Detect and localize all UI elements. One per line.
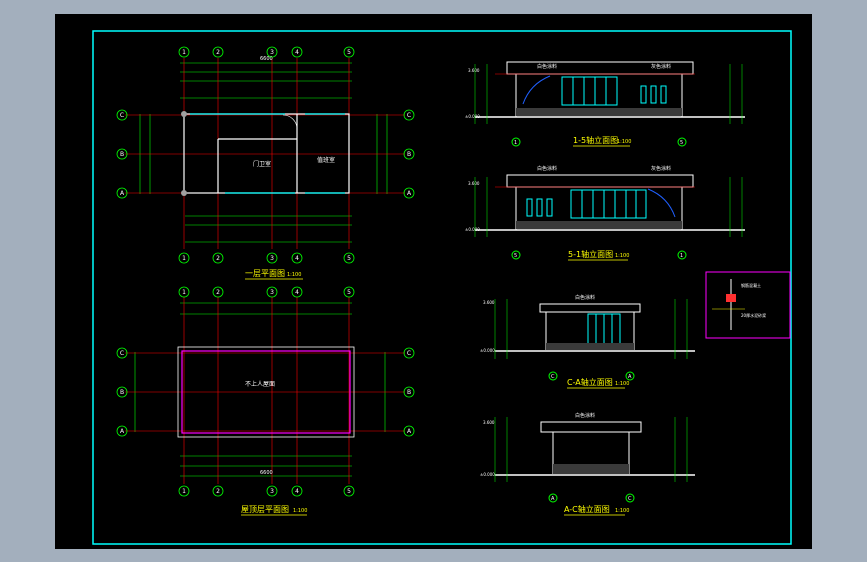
- plan1-axis-4-top: 4: [295, 49, 299, 56]
- plan1-axis-c-right: C: [407, 112, 411, 119]
- plan2-axis-1-bottom: 1: [182, 488, 186, 495]
- first-floor-plan: 门卫室 值班室 6600 1 2 3 4 5 1 2: [116, 46, 415, 280]
- plan2-axis-a-right: A: [407, 428, 412, 435]
- plan2-axis-1-top: 1: [182, 289, 186, 296]
- plan2-scale: 1:100: [293, 508, 307, 514]
- plan2-axis-4-top: 4: [295, 289, 299, 296]
- plan1-room-label-2: 值班室: [317, 156, 335, 164]
- elev1-axis-right: 5: [680, 140, 683, 146]
- plan2-axis-2-top: 2: [216, 289, 220, 296]
- elev3-level-base: ±0.000: [480, 348, 495, 353]
- drawing-frame: [92, 30, 792, 545]
- plan2-total-width: 6600: [260, 470, 273, 476]
- elev3-axis-left: C: [551, 374, 555, 380]
- elev1-axis-left: 1: [514, 140, 517, 146]
- elevation-1-5: 白色涂料 灰色涂料 3.600 ±0.000 1 5 1-5轴立面图 1:100: [465, 61, 745, 147]
- plan1-axis-b-right: B: [407, 151, 411, 158]
- elev2-title: 5-1轴立面图: [568, 249, 613, 259]
- plan1-scale: 1:100: [287, 272, 301, 278]
- plan1-title: 一层平面图: [245, 269, 285, 278]
- plan1-total-width: 6600: [260, 56, 273, 62]
- elev3-label: 白色涂料: [575, 294, 595, 301]
- plan1-axis-1-bottom: 1: [182, 255, 186, 262]
- plan1-room-label: 门卫室: [253, 160, 271, 168]
- elev1-scale: 1:100: [617, 139, 631, 145]
- elevation-5-1: 白色涂料 灰色涂料 3.600 ±0.000 5 1 5-1轴立面图 1:100: [465, 165, 745, 261]
- plan1-axis-4-bottom: 4: [295, 255, 299, 262]
- plan1-axis-a-right: A: [407, 190, 412, 197]
- plan1-axis-2-top: 2: [216, 49, 220, 56]
- elev3-scale: 1:100: [615, 381, 629, 387]
- elev4-title: A-C轴立面图: [564, 504, 610, 514]
- elev4-level-base: ±0.000: [480, 472, 495, 477]
- plan1-axis-c-left: C: [120, 112, 124, 119]
- plan1-axis-5-top: 5: [347, 49, 351, 56]
- elev4-axis-right: C: [628, 496, 632, 502]
- plan2-axis-4-bottom: 4: [295, 488, 299, 495]
- elev1-level-base: ±0.000: [465, 114, 480, 119]
- elev4-scale: 1:100: [615, 508, 629, 514]
- plan2-title: 屋顶层平面图: [241, 505, 289, 514]
- elev4-axis-left: A: [551, 496, 555, 502]
- elev2-axis-right: 1: [680, 253, 683, 259]
- elev2-scale: 1:100: [615, 253, 629, 259]
- plan1-axis-b-left: B: [120, 151, 124, 158]
- elev3-axis-right: A: [628, 374, 632, 380]
- plan2-roof-label: 不上人屋面: [245, 380, 275, 388]
- elevation-a-c: 白色涂料 3.600 ±0.000 A C A-C轴立面图 1:100: [480, 412, 695, 516]
- wall-detail: 钢筋混凝土 20厚水泥砂浆: [705, 271, 791, 339]
- elev3-level-top: 3.600: [483, 300, 495, 305]
- elev2-level-top: 3.600: [468, 181, 480, 186]
- plan1-axis-3-bottom: 3: [270, 255, 274, 262]
- plan1-axis-3-top: 3: [270, 49, 274, 56]
- plan1-axis-2-bottom: 2: [216, 255, 220, 262]
- plan2-axis-c-left: C: [120, 350, 124, 357]
- elev1-label-left: 白色涂料: [537, 63, 557, 70]
- plan1-axis-1-top: 1: [182, 49, 186, 56]
- elev2-label-left: 白色涂料: [537, 165, 557, 172]
- plan1-axis-a-left: A: [120, 190, 125, 197]
- cad-drawing: 门卫室 值班室 6600 1 2 3 4 5 1 2: [92, 30, 792, 545]
- drawing-sheet: 门卫室 值班室 6600 1 2 3 4 5 1 2: [55, 14, 812, 549]
- roof-plan: 不上人屋面 6600 1 2 3 4 5 1 2 3 4: [116, 286, 415, 516]
- plan1-axis-5-bottom: 5: [347, 255, 351, 262]
- detail-label-1: 钢筋混凝土: [741, 282, 761, 288]
- plan2-axis-b-left: B: [120, 389, 124, 396]
- elev4-label: 白色涂料: [575, 412, 595, 419]
- elev2-axis-left: 5: [514, 253, 517, 259]
- plan2-axis-b-right: B: [407, 389, 411, 396]
- elev1-title: 1-5轴立面图: [573, 135, 618, 145]
- elev2-label-right: 灰色涂料: [651, 165, 671, 172]
- elev2-level-base: ±0.000: [465, 227, 480, 232]
- elev4-level-top: 3.600: [483, 420, 495, 425]
- detail-label-2: 20厚水泥砂浆: [741, 312, 766, 318]
- elev1-label-right: 灰色涂料: [651, 63, 671, 70]
- plan2-axis-3-bottom: 3: [270, 488, 274, 495]
- plan2-axis-a-left: A: [120, 428, 125, 435]
- elevation-c-a: 白色涂料 3.600 ±0.000 C A C-A轴立面图 1:100: [480, 294, 695, 389]
- elev1-level-top: 3.600: [468, 68, 480, 73]
- elev3-title: C-A轴立面图: [567, 377, 613, 387]
- plan2-axis-3-top: 3: [270, 289, 274, 296]
- plan2-axis-2-bottom: 2: [216, 488, 220, 495]
- plan2-axis-5-top: 5: [347, 289, 351, 296]
- plan1-axis-bubbles-top: [116, 46, 415, 264]
- plan2-axis-5-bottom: 5: [347, 488, 351, 495]
- plan2-axis-c-right: C: [407, 350, 411, 357]
